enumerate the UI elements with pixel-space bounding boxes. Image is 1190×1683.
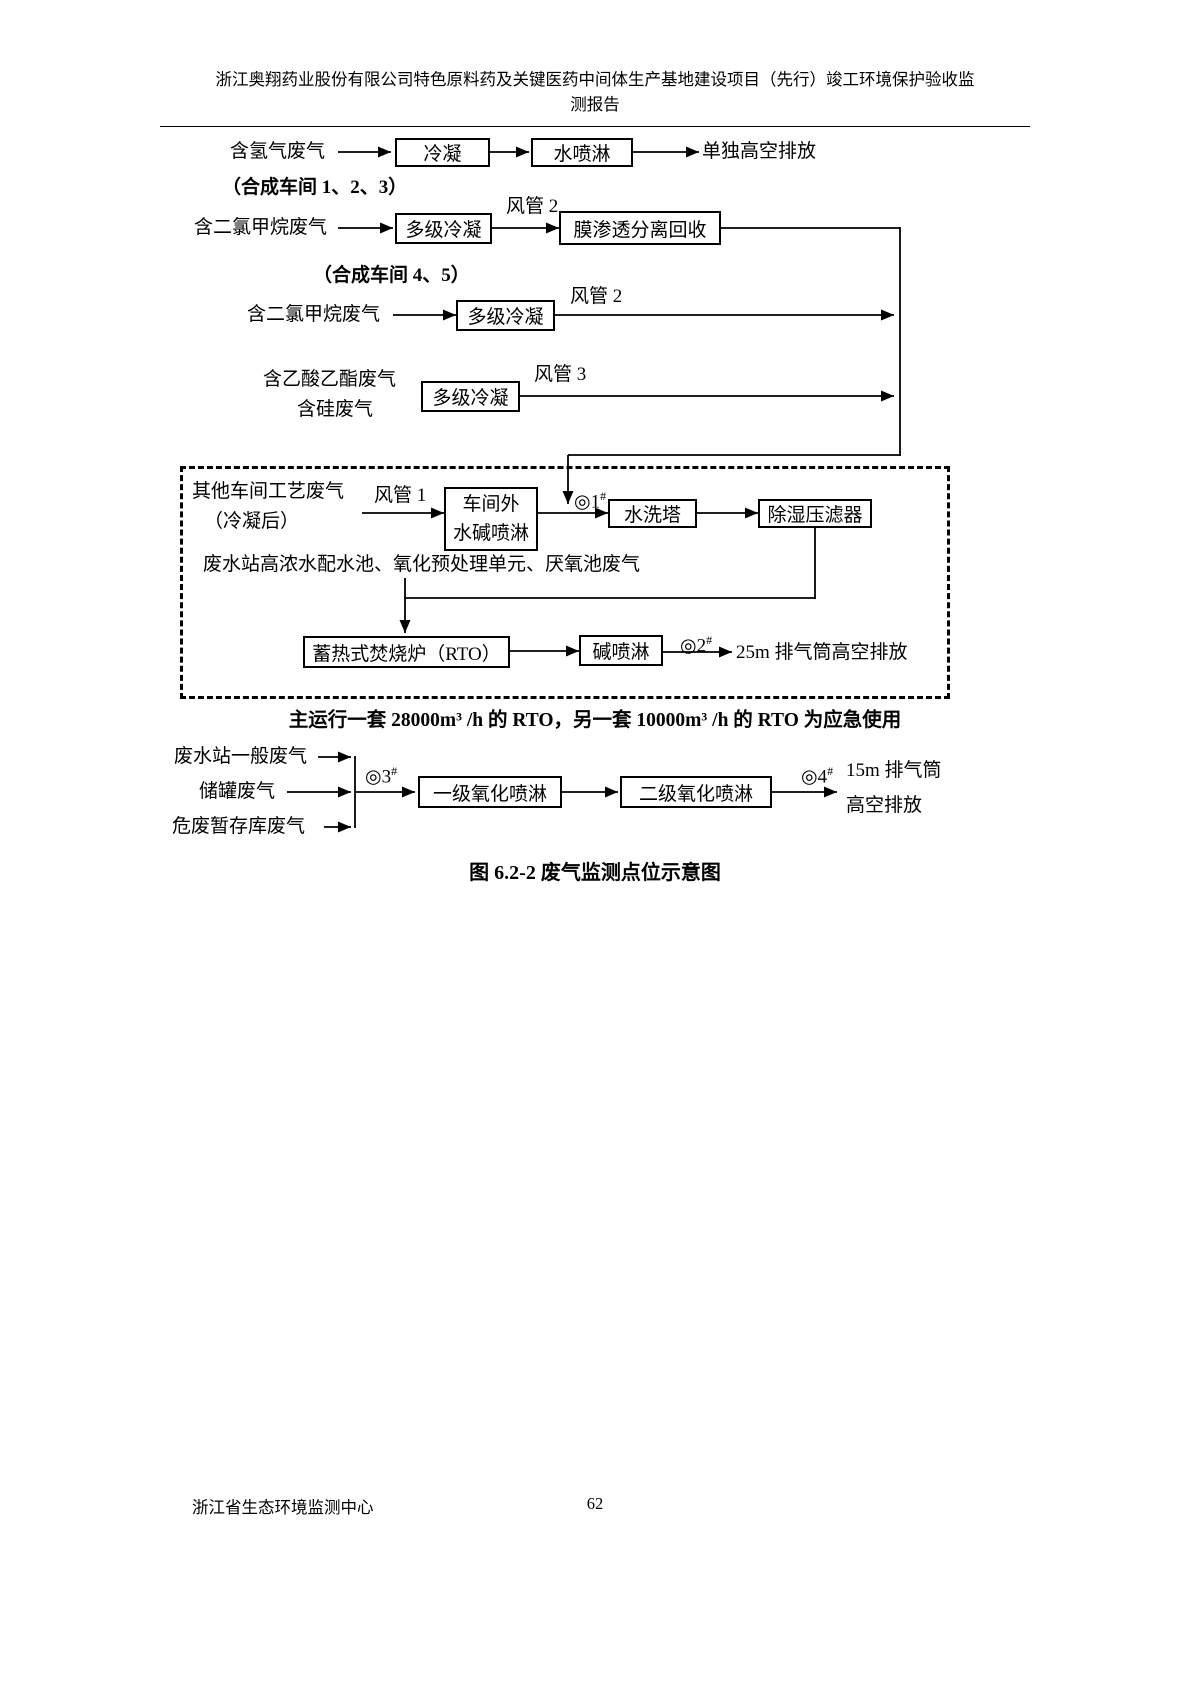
figure-caption: 图 6.2-2 废气监测点位示意图 [469,862,721,884]
report-header-line2: 测报告 [570,95,620,114]
source-dcm-2-label: 含二氯甲烷废气 [247,304,381,325]
monitoring-point-1-sup: # [600,489,607,503]
duct-1-label: 风管 1 [374,485,427,506]
stack-15m-label-line2: 高空排放 [846,795,923,816]
source-dcm-1-label: 含二氯甲烷废气 [194,217,328,238]
monitoring-point-3: ◎3# [365,760,397,788]
monitoring-point-4-sup: # [827,764,834,778]
oxidation-stage1-box: 一级氧化喷淋 [418,776,562,808]
source-wastewater-general-label: 废水站一般废气 [174,746,308,767]
wash-tower-box: 水洗塔 [608,499,697,528]
condensed-note-label: （冷凝后） [204,511,300,532]
source-silicon-label: 含硅废气 [297,399,374,420]
outside-spray-line2: 水碱喷淋 [452,523,529,544]
monitoring-point-1: ◎1# [574,485,606,513]
monitoring-point-3-symbol: ◎3 [365,766,392,788]
alkali-spray-box: 碱喷淋 [579,635,663,666]
monitoring-point-4-symbol: ◎4 [801,766,828,788]
rto-box: 蓄热式焚烧炉（RTO） [303,636,510,668]
page-number: 62 [586,1494,604,1513]
rto-note: 主运行一套 28000m³ /h 的 RTO，另一套 10000m³ /h 的 … [288,710,902,731]
monitoring-point-3-sup: # [391,764,398,778]
rto-dashed-area [180,466,950,699]
outside-spray-line1: 车间外 [462,493,520,515]
separate-discharge-label: 单独高空排放 [702,141,817,162]
dehumid-filter-box: 除湿压滤器 [758,499,872,528]
duct-2-label-2: 风管 2 [570,286,623,307]
wastewater-sources-label: 废水站高浓水配水池、氧化预处理单元、厌氧池废气 [203,554,641,575]
multistage-condense-box-3: 多级冷凝 [421,381,520,412]
membrane-recovery-box: 膜渗透分离回收 [559,211,721,245]
stack-25m-label: 25m 排气筒高空排放 [736,642,908,663]
source-ethyl-acetate-label: 含乙酸乙酯废气 [263,369,397,390]
source-hazwaste-label: 危废暂存库废气 [172,816,306,837]
multistage-condense-box-2: 多级冷凝 [456,300,555,331]
stack-15m-label-line1: 15m 排气筒 [846,760,942,781]
duct-2-label-1: 风管 2 [506,196,559,217]
outside-spray-box: 车间外 水碱喷淋 [444,487,538,551]
source-tank-label: 储罐废气 [199,781,276,802]
monitoring-point-2-symbol: ◎2 [680,635,707,657]
water-spray-box: 水喷淋 [531,138,633,167]
monitoring-point-2-sup: # [706,633,713,647]
monitoring-point-1-symbol: ◎1 [574,491,601,513]
condense-box: 冷凝 [395,138,490,167]
footer-org: 浙江省生态环境监测中心 [192,1498,374,1517]
monitoring-point-2: ◎2# [680,629,712,657]
workshop-45-label: （合成车间 4、5） [313,265,470,286]
source-hydrogen-label: 含氢气废气 [230,141,326,162]
multistage-condense-box-1: 多级冷凝 [395,213,492,244]
header-divider [160,126,1030,127]
oxidation-stage2-box: 二级氧化喷淋 [620,776,772,808]
duct-3-label: 风管 3 [534,364,587,385]
report-header-line1: 浙江奥翔药业股份有限公司特色原料药及关键医药中间体生产基地建设项目（先行）竣工环… [215,70,975,89]
other-workshop-gas-label: 其他车间工艺废气 [192,481,345,502]
workshop-123-label: （合成车间 1、2、3） [222,177,408,198]
monitoring-point-4: ◎4# [801,760,833,788]
